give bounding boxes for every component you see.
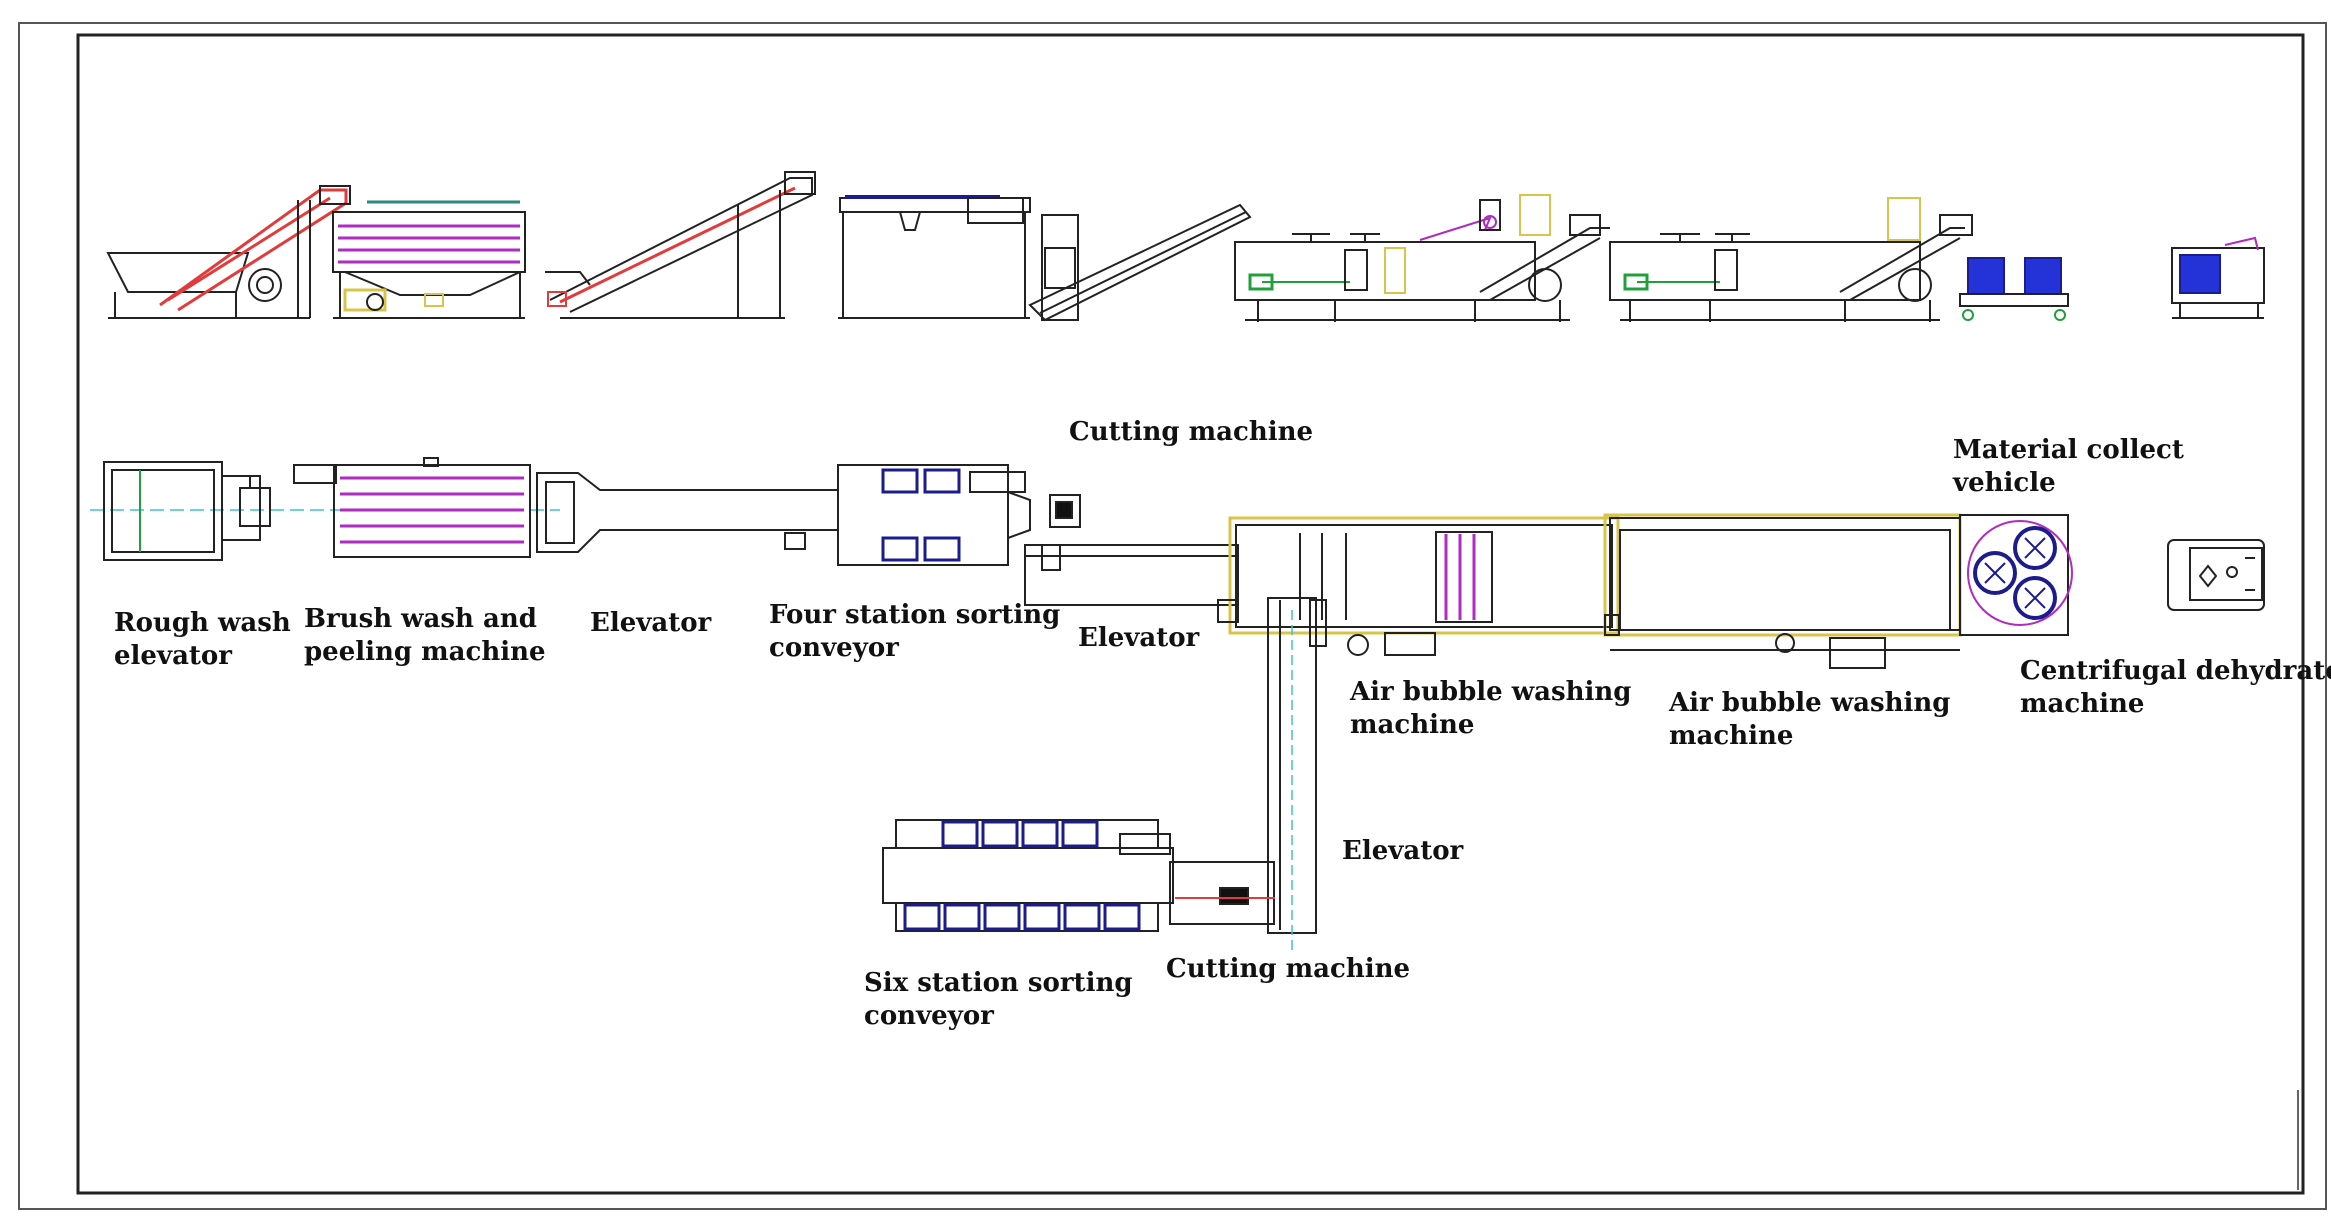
material-collect-vehicle-plan — [1959, 514, 2073, 636]
label-line: Cutting machine — [1166, 954, 1411, 984]
label-line: Elevator — [1078, 623, 1200, 653]
label-rough-wash-elevator: Rough wash elevator — [114, 607, 291, 673]
inner-border — [76, 33, 2305, 1195]
cutting-elevator-side — [1028, 203, 1252, 322]
label-elevator-1: Elevator — [590, 607, 711, 640]
six-station-sorting-plan — [882, 819, 1174, 932]
air-bubble-washer-2-plan — [1603, 513, 1962, 669]
label-line: Cutting machine — [1069, 417, 1314, 447]
label-line: Brush wash and — [304, 604, 537, 634]
side-elevation-view — [106, 171, 2265, 322]
rough-wash-elevator-side — [106, 185, 351, 319]
brush-wash-plan — [293, 457, 531, 558]
label-line: machine — [2020, 689, 2145, 719]
label-elevator-3: Elevator — [1342, 835, 1463, 868]
brush-wash-machine-side — [332, 200, 526, 319]
four-station-sorting-side — [838, 195, 1031, 319]
elevator-1-plan — [536, 472, 839, 553]
label-line: Rough wash — [114, 608, 291, 638]
label-line: Material collect — [1953, 435, 2184, 465]
air-bubble-washer-2-side — [1609, 197, 1973, 322]
centrifugal-side — [2171, 236, 2265, 319]
label-cutting-machine-2: Cutting machine — [1166, 953, 1410, 986]
label-line: Six station sorting — [864, 968, 1133, 998]
label-line: Elevator — [1342, 836, 1464, 866]
elevator-1-side — [545, 171, 816, 319]
label-line: Centrifugal dehydrate — [2020, 656, 2331, 686]
label-centrifugal: Centrifugal dehydrate machine — [2020, 655, 2331, 721]
label-line: conveyor — [769, 633, 899, 663]
label-line: Air bubble washing — [1669, 688, 1951, 718]
label-material-collect: Material collect vehicle — [1953, 434, 2184, 500]
label-line: machine — [1669, 721, 1794, 751]
label-line: Elevator — [590, 608, 712, 638]
four-station-sorting-plan — [837, 464, 1031, 566]
plan-view — [90, 457, 2265, 950]
label-air-bubble-1: Air bubble washing machine — [1350, 676, 1631, 742]
label-cutting-machine-1: Cutting machine — [1069, 416, 1313, 449]
material-collect-vehicle-side — [1959, 257, 2069, 321]
cutting-machine-2-plan — [1169, 861, 1275, 925]
label-line: Air bubble washing — [1350, 677, 1632, 707]
label-line: elevator — [114, 641, 232, 671]
label-line: peeling machine — [304, 637, 546, 667]
label-line: machine — [1350, 710, 1475, 740]
label-line: Four station sorting — [769, 600, 1061, 630]
centrifugal-plan — [2167, 539, 2265, 611]
air-bubble-washer-1-side — [1234, 194, 1610, 322]
label-air-bubble-2: Air bubble washing machine — [1669, 687, 1950, 753]
label-four-station-sorting: Four station sorting conveyor — [769, 599, 1060, 665]
rough-wash-elevator-plan — [103, 461, 271, 561]
elevator-3-plan — [1267, 597, 1327, 950]
cutting-elevator-2-plan — [1024, 494, 1239, 606]
label-six-station-sorting: Six station sorting conveyor — [864, 967, 1133, 1033]
label-elevator-2: Elevator — [1078, 622, 1199, 655]
outer-border — [18, 22, 2327, 1210]
label-line: conveyor — [864, 1001, 994, 1031]
label-line: vehicle — [1953, 468, 2056, 498]
label-brush-wash: Brush wash and peeling machine — [304, 603, 546, 669]
air-bubble-washer-1-plan — [1217, 516, 1620, 656]
